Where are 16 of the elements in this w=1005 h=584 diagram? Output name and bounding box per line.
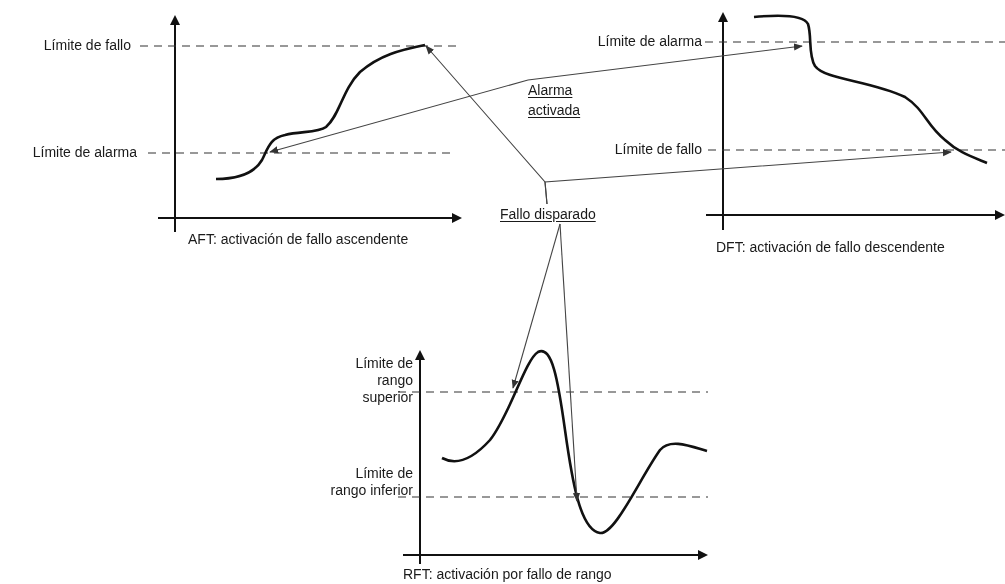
threshold-label: Límite de fallo xyxy=(42,37,131,54)
leader-arrow xyxy=(559,223,581,502)
leader-arrow xyxy=(269,79,529,154)
threshold-label: Límite de rango inferior xyxy=(329,465,413,499)
chart-caption: RFT: activación por fallo de rango xyxy=(403,566,613,583)
leader-arrow xyxy=(511,223,561,389)
callout-label: Fallo disparado xyxy=(500,204,618,224)
chart-caption: DFT: activación de fallo descendente xyxy=(716,239,946,256)
threshold-label: Límite de fallo xyxy=(613,141,702,158)
callout-label: Alarma activada xyxy=(528,80,594,120)
threshold-label: Límite de rango superior xyxy=(354,355,413,406)
threshold-label: Límite de alarma xyxy=(596,33,702,50)
chart-caption: AFT: activación de fallo ascendente xyxy=(188,231,410,248)
threshold-label: Límite de alarma xyxy=(31,144,137,161)
leader-arrow xyxy=(527,43,803,81)
leader-arrow xyxy=(544,149,952,205)
